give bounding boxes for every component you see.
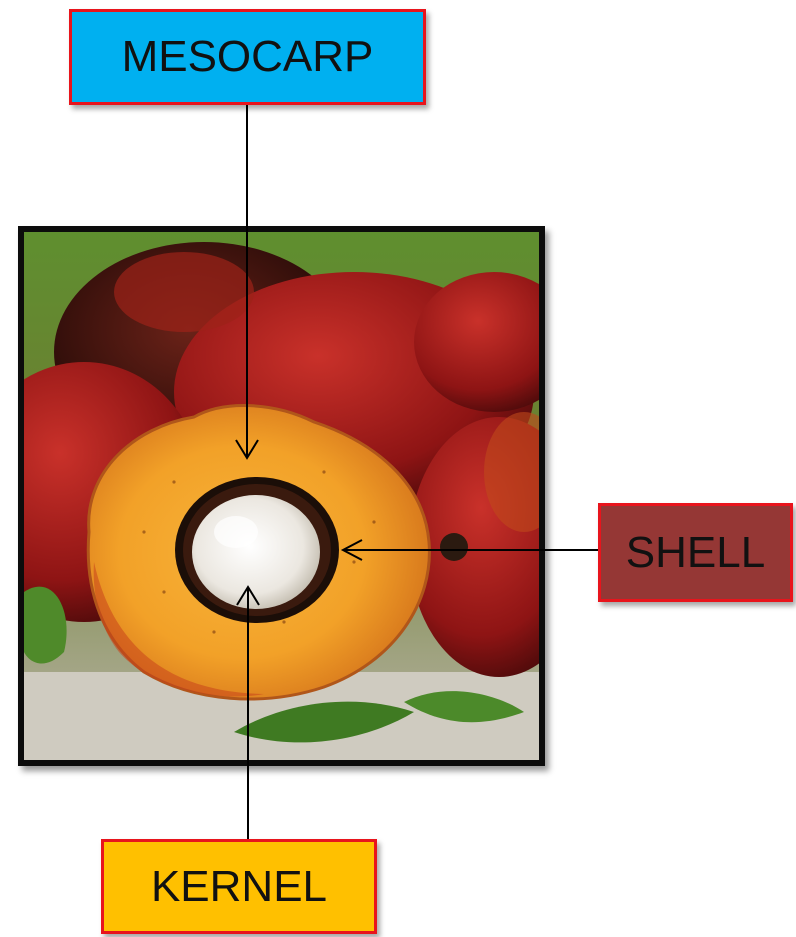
arrow-overlay <box>0 0 796 937</box>
